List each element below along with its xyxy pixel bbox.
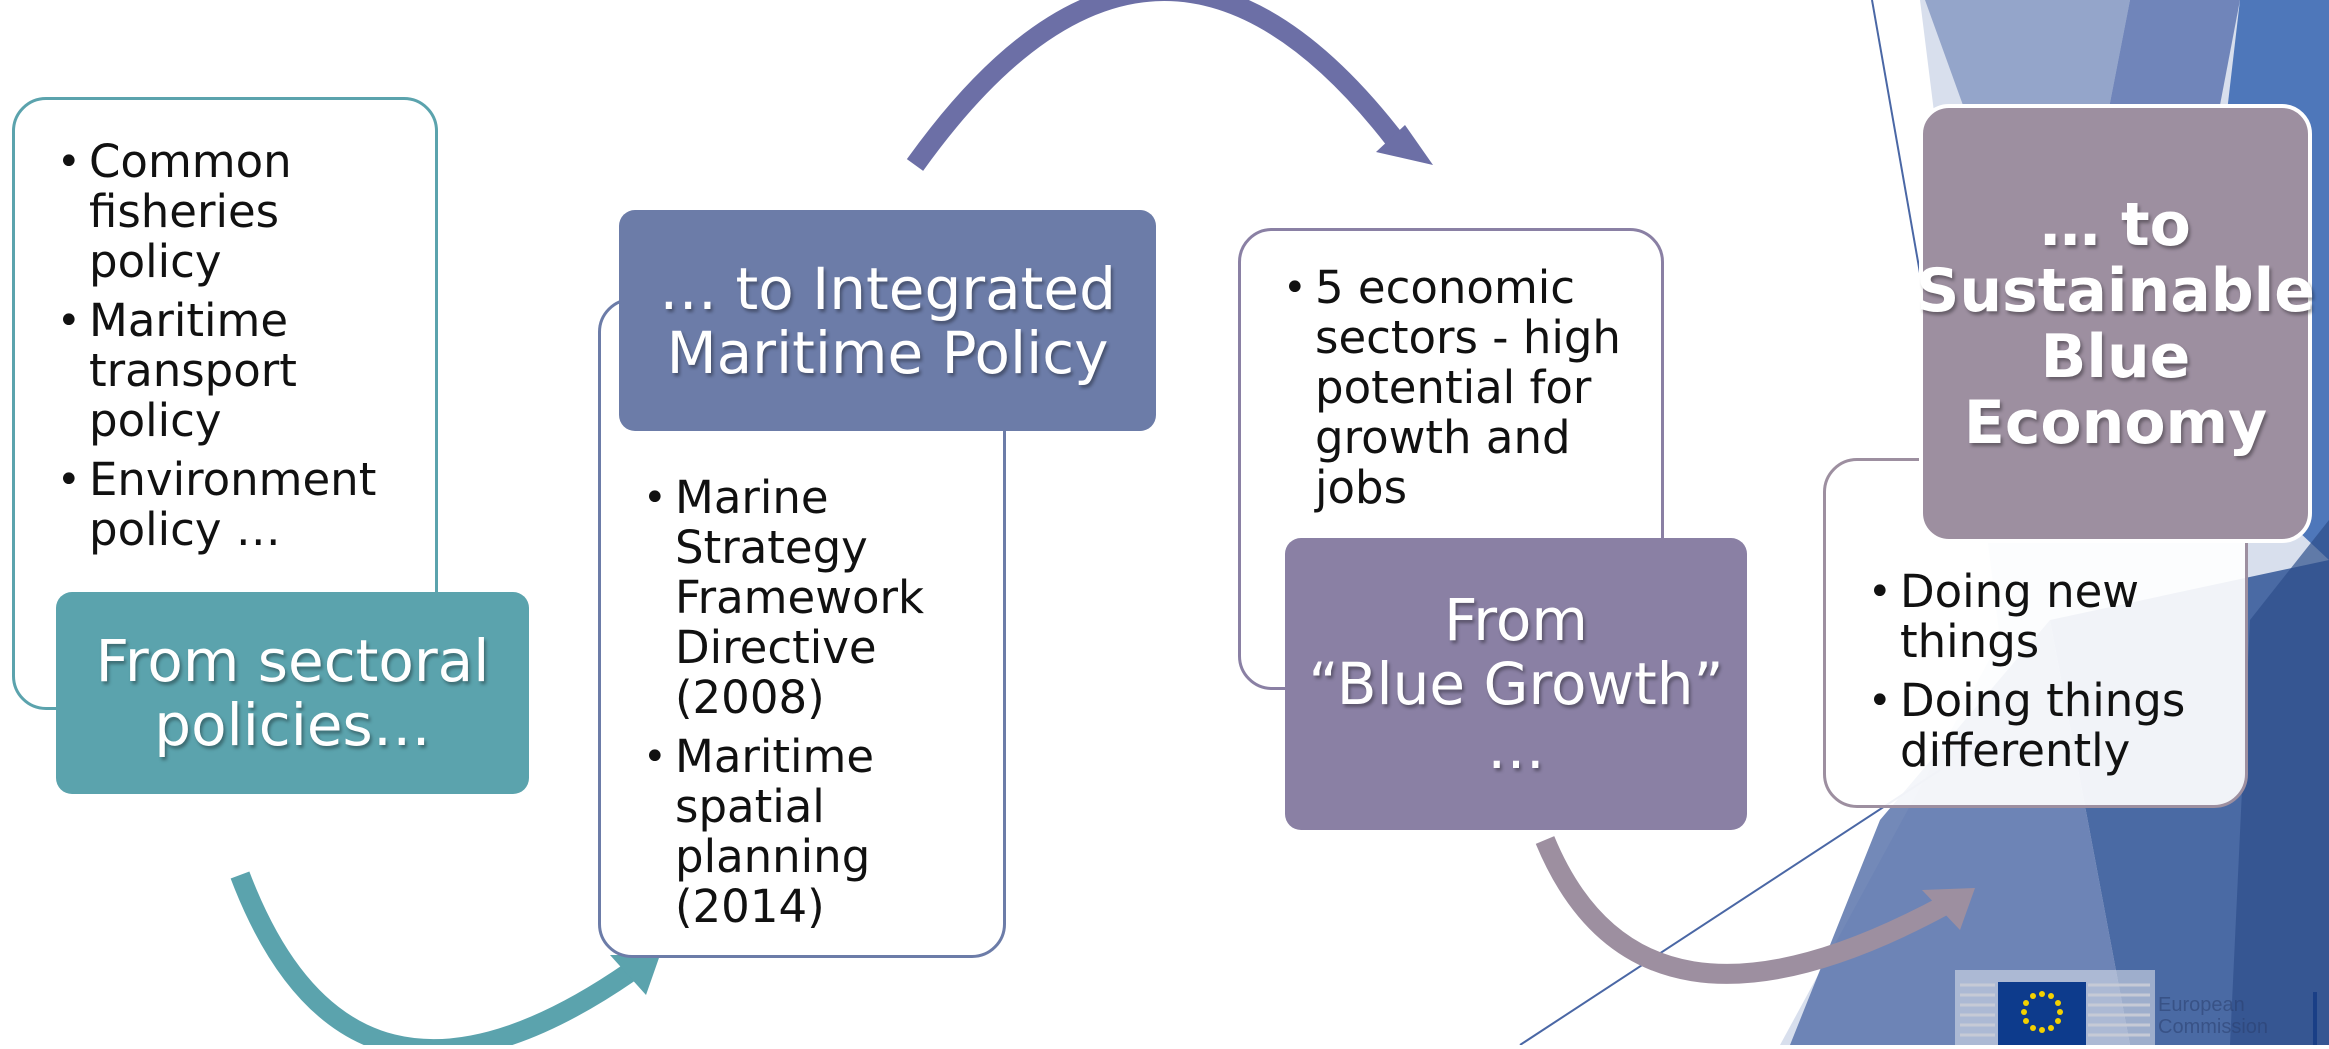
stage3-title-box: From “Blue Growth” … <box>1285 538 1747 830</box>
stage1-title: From sectoral policies… <box>95 627 490 759</box>
stage2-bullet: Marine Strategy Framework Directive (200… <box>643 473 995 723</box>
european-commission-logo: European Commission <box>1950 950 2329 1045</box>
arrow-stage3-to-stage4 <box>1535 836 1975 984</box>
stage3-bullet: 5 economic sectors - high potential for … <box>1283 263 1645 513</box>
stage1-bullet: Common fisheries policy <box>57 137 419 287</box>
ec-logo-line2: Commission <box>2158 1016 2269 1038</box>
ec-logo-line1: European <box>2158 994 2245 1016</box>
stage4-title: … to Sustainable Blue Economy <box>1916 189 2315 458</box>
stage2-bullet-list: Marine Strategy Framework Directive (200… <box>641 473 995 932</box>
stage3-bullet-list: 5 economic sectors - high potential for … <box>1281 263 1645 513</box>
stage3-title: From “Blue Growth” … <box>1308 586 1724 782</box>
ec-logo-text: European Commission <box>2158 994 2268 1038</box>
ec-building-icon <box>1955 970 2317 1045</box>
stage4-title-box: … to Sustainable Blue Economy <box>1916 104 2315 543</box>
stage4-bullet: Doing new things <box>1868 567 2220 667</box>
stage2-title-box: … to Integrated Maritime Policy <box>619 210 1156 431</box>
arrow-stage1-to-stage2 <box>230 871 660 1045</box>
stage2-bullet: Maritime spatial planning (2014) <box>643 732 995 932</box>
stage1-bullet-list: Common fisheries policy Maritime transpo… <box>55 137 419 555</box>
stage1-title-box: From sectoral policies… <box>56 592 529 794</box>
stage2-title: … to Integrated Maritime Policy <box>659 254 1116 387</box>
stage1-bullet: Maritime transport policy <box>57 296 419 446</box>
stage4-bullet: Doing things differently <box>1868 676 2220 776</box>
arrow-stage2-to-stage3 <box>906 0 1433 171</box>
stage4-bullet-list: Doing new things Doing things differentl… <box>1866 567 2220 776</box>
stage1-bullet: Environment policy … <box>57 455 419 555</box>
